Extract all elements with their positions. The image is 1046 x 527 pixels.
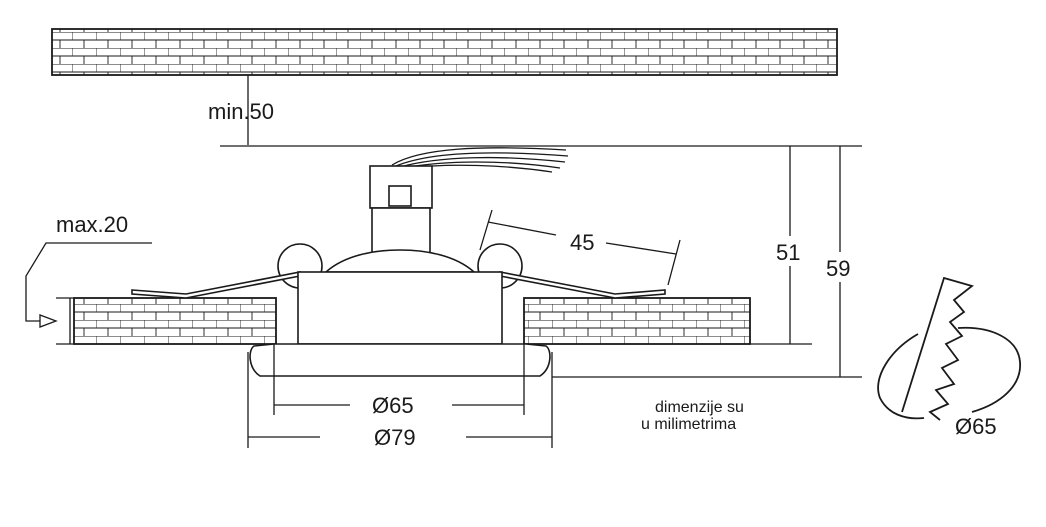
terminal-block: [369, 165, 433, 259]
housing-body: [297, 271, 503, 345]
side-cutout-detail: [877, 276, 1021, 421]
spring-length-label: 45: [570, 230, 594, 255]
right-spring-arm: [499, 271, 666, 299]
height-59-label: 59: [826, 256, 850, 281]
units-note-line2: u milimetrima: [641, 416, 736, 433]
max-thickness-label: max.20: [56, 212, 128, 237]
spring-ext-right: [667, 239, 681, 286]
max-thickness-leader: [25, 242, 152, 322]
spring-ext-left: [479, 209, 493, 251]
units-note-line1: dimenzije su: [655, 399, 744, 416]
right-wall-panel: [523, 297, 751, 345]
outer-diameter-label: Ø79: [374, 425, 416, 450]
height-51-label: 51: [776, 240, 800, 265]
max-thickness-arrow: [39, 314, 58, 328]
side-cutout-diameter-label: Ø65: [955, 414, 997, 439]
trim-ring: [249, 343, 551, 377]
ceiling-slab: [51, 28, 838, 76]
spring-dim-line-a: [487, 221, 557, 236]
left-wall-panel: [73, 297, 277, 345]
min-gap-label: min.50: [208, 99, 274, 124]
cutout-diameter-label: Ø65: [372, 393, 414, 418]
lamp-dome: [323, 249, 477, 273]
spring-dim-line-b: [605, 242, 677, 255]
left-spring-arm: [131, 271, 301, 299]
